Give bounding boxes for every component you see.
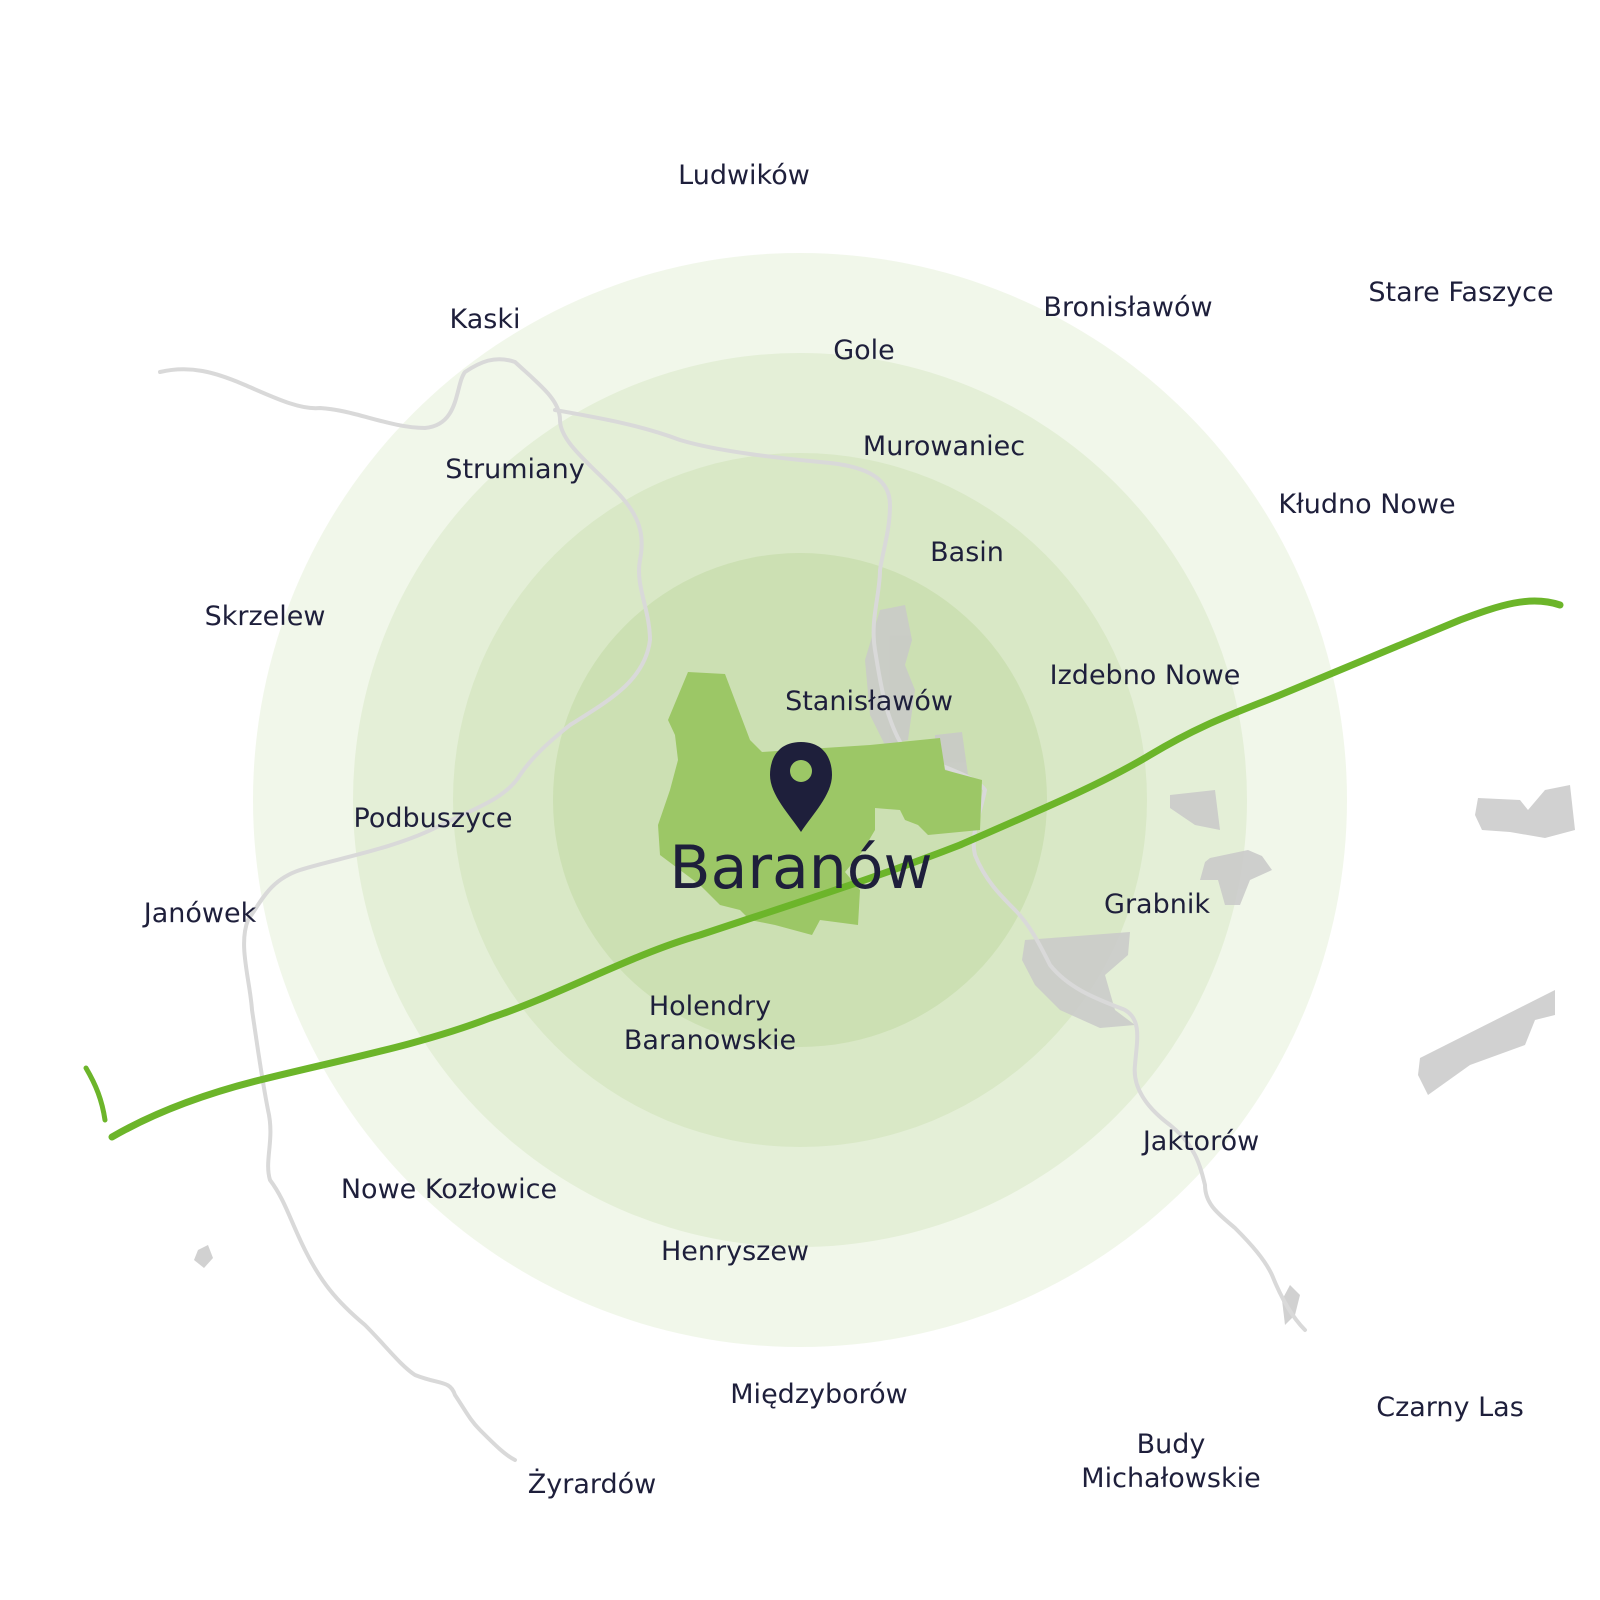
place-label-stanislawow[interactable]: Stanisławów <box>785 686 953 717</box>
place-label-ludwikow[interactable]: Ludwików <box>678 160 810 191</box>
road <box>158 357 652 1462</box>
railway-line <box>108 597 1564 1141</box>
place-label-janowek[interactable]: Janówek <box>143 898 257 929</box>
water-area <box>1475 785 1575 838</box>
railway-line <box>83 1065 108 1123</box>
water-area <box>1282 1285 1300 1325</box>
water-area <box>865 605 915 745</box>
place-label-line: Budy <box>1136 1429 1206 1460</box>
road <box>553 408 1307 1332</box>
center-city-label[interactable]: Baranów <box>669 833 933 903</box>
water-area <box>194 1245 213 1268</box>
water-area <box>1170 790 1220 830</box>
water-area <box>1200 850 1272 905</box>
place-label-nowe-kozlowice[interactable]: Nowe Kozłowice <box>340 1174 558 1205</box>
place-label-bronislawow[interactable]: Bronisławów <box>1043 292 1213 323</box>
place-label-podbuszyce[interactable]: Podbuszyce <box>353 803 513 834</box>
place-label-henryszew[interactable]: Henryszew <box>660 1236 810 1267</box>
place-label-grabnik[interactable]: Grabnik <box>1104 889 1210 920</box>
roads <box>158 357 1307 1462</box>
place-label-holendry-baranowskie[interactable]: Holendry Baranowskie <box>624 990 796 1058</box>
place-label-skrzelew[interactable]: Skrzelew <box>204 601 326 632</box>
place-label-strumiany[interactable]: Strumiany <box>445 454 585 485</box>
water-area <box>1418 990 1555 1095</box>
place-label-kludno-nowe[interactable]: Kłudno Nowe <box>1278 489 1456 520</box>
place-label-zyrardow[interactable]: Żyrardów <box>527 1469 657 1500</box>
place-label-line: Michałowskie <box>1081 1463 1261 1494</box>
place-label-budy-michalowskie[interactable]: Budy Michałowskie <box>1081 1428 1260 1496</box>
place-label-line: Holendry <box>648 991 772 1022</box>
place-label-line: Baranowskie <box>623 1025 797 1056</box>
place-label-czarny-las[interactable]: Czarny Las <box>1376 1392 1524 1423</box>
place-label-basin[interactable]: Basin <box>930 537 1004 568</box>
place-label-izdebno-nowe[interactable]: Izdebno Nowe <box>1049 660 1241 691</box>
location-pin-icon[interactable] <box>770 742 832 832</box>
place-label-kaski[interactable]: Kaski <box>449 304 521 335</box>
place-label-stare-faszyce[interactable]: Stare Faszyce <box>1368 277 1554 308</box>
place-label-murowaniec[interactable]: Murowaniec <box>862 431 1026 462</box>
place-label-jaktorow[interactable]: Jaktorów <box>1142 1126 1260 1157</box>
place-label-gole[interactable]: Gole <box>833 335 895 366</box>
place-label-miedzyborow[interactable]: Międzyborów <box>730 1379 908 1410</box>
